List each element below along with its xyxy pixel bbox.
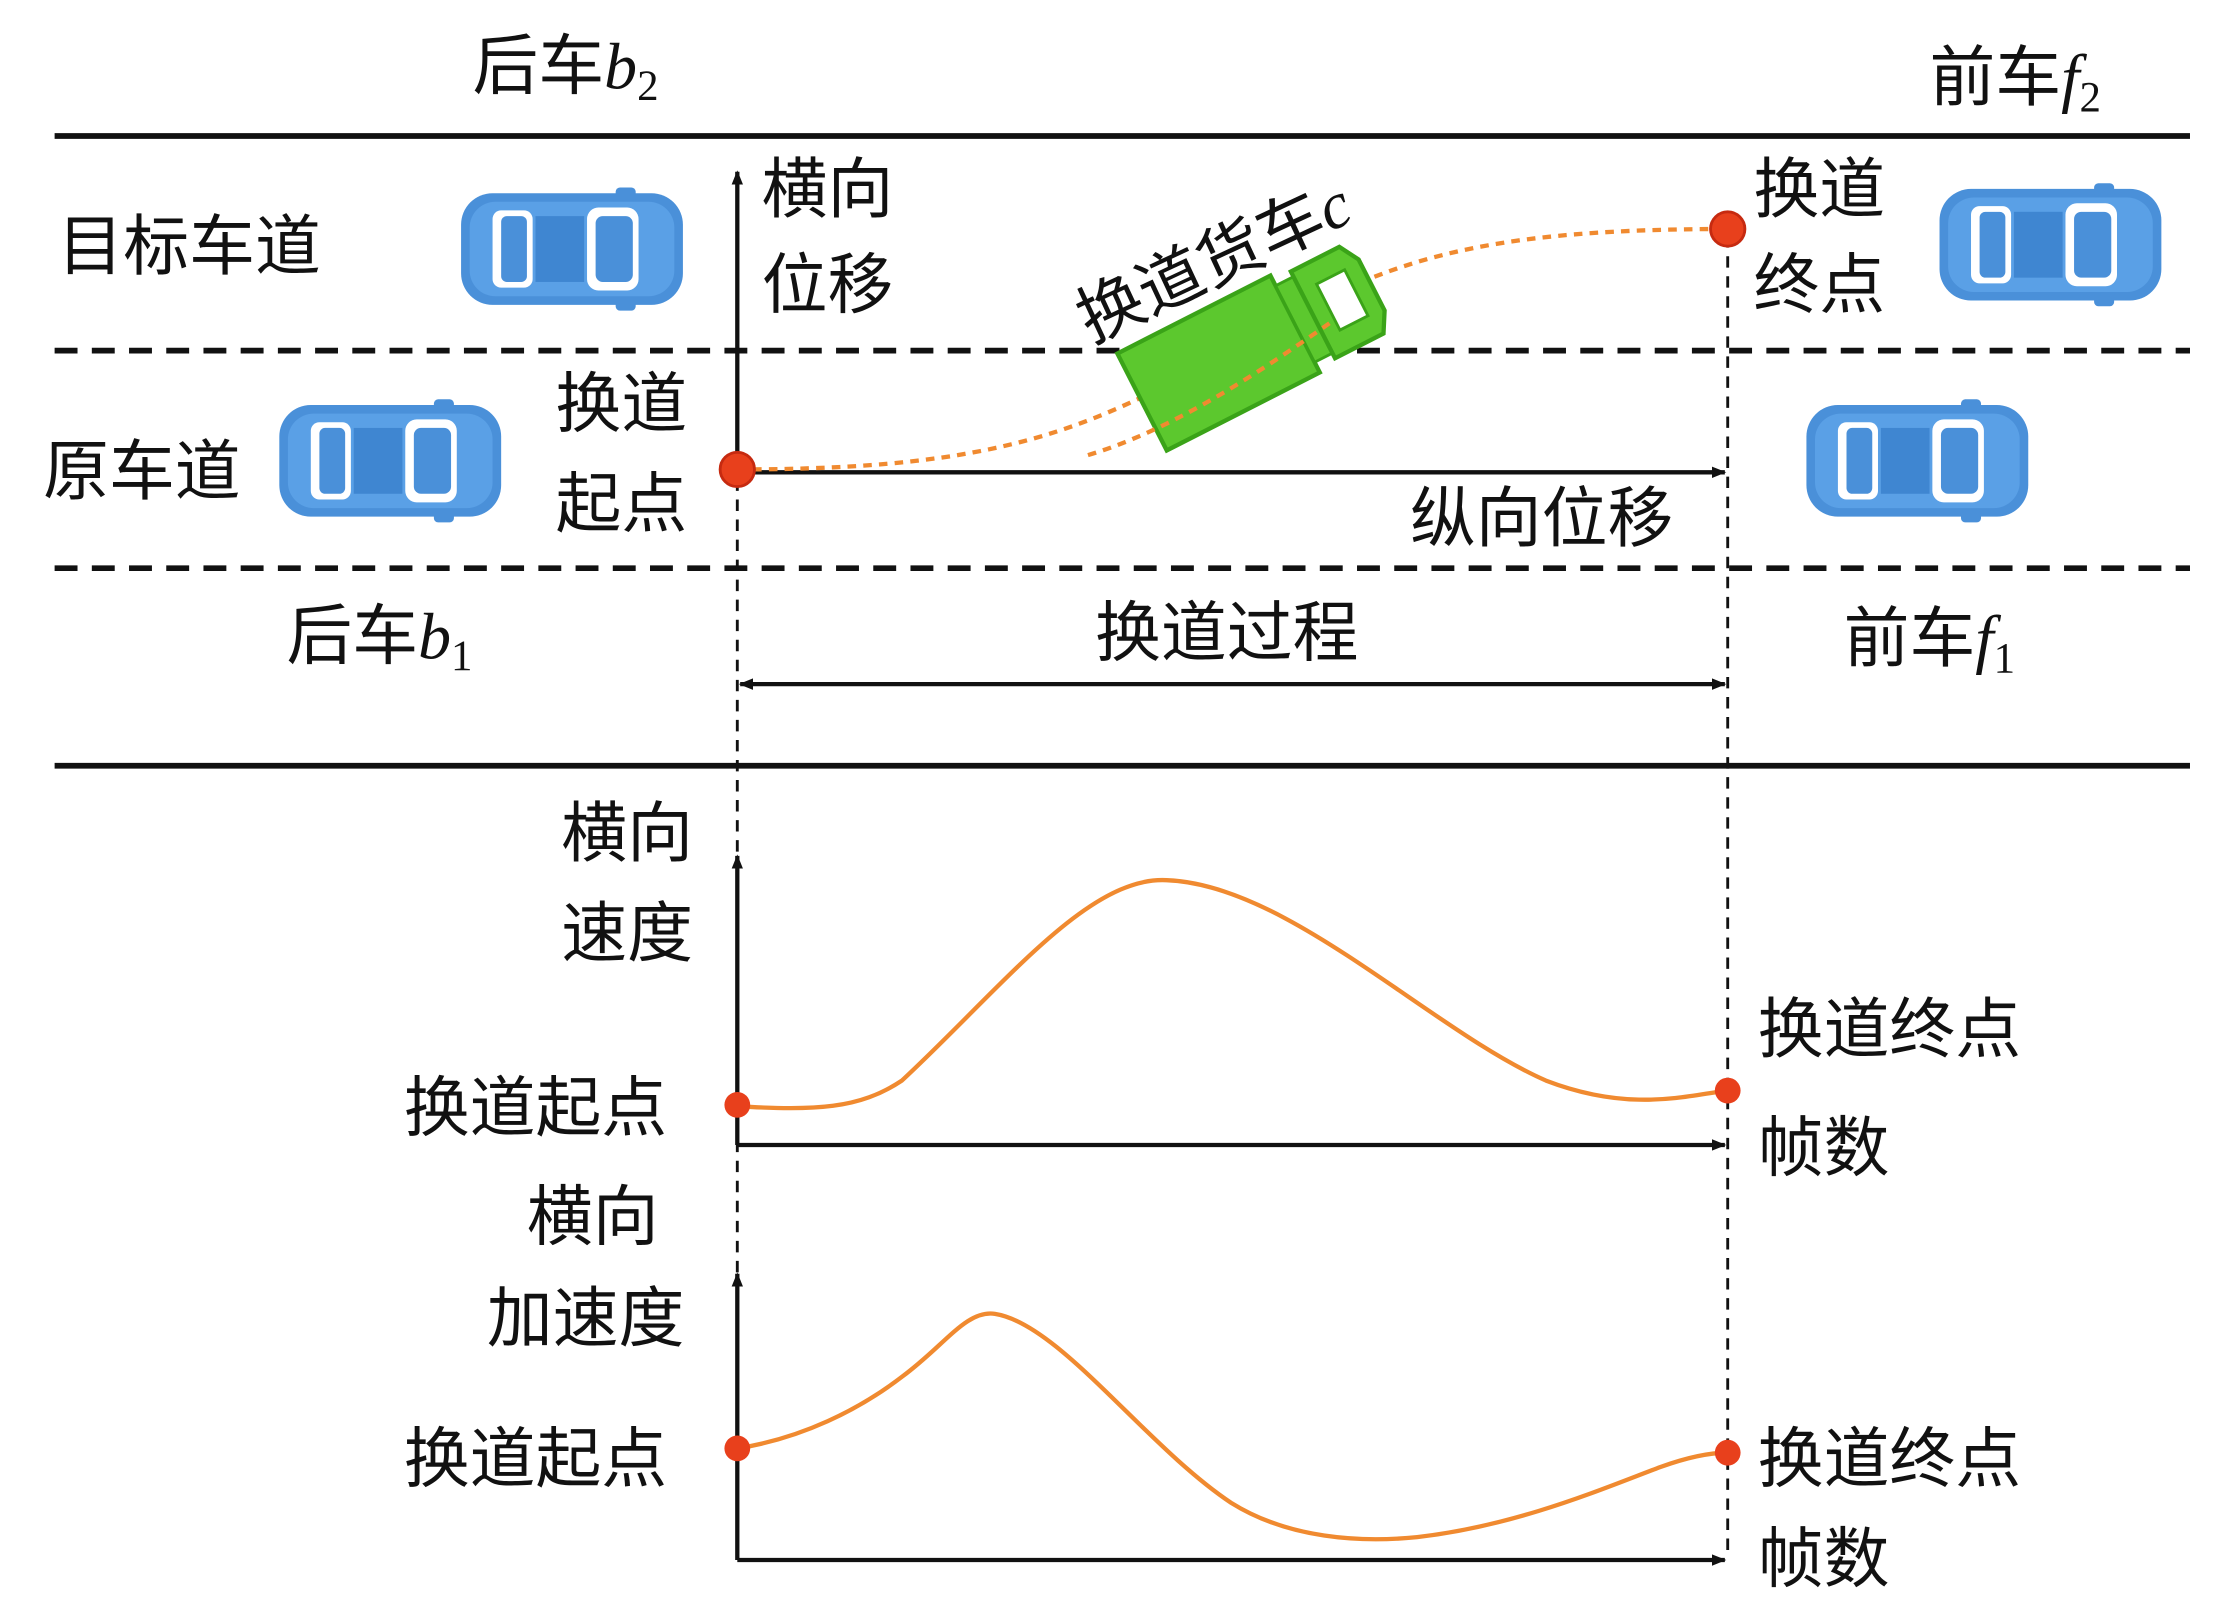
- velocity-xlabel: 帧数: [1758, 1110, 1890, 1187]
- lateral-disp-label-2: 位移: [762, 247, 894, 324]
- front-car-f2-label: 前车f2: [1930, 39, 2101, 121]
- velocity-ylabel-2: 速度: [561, 895, 693, 972]
- accel-xlabel: 帧数: [1758, 1520, 1890, 1597]
- accel-ylabel-2: 加速度: [487, 1280, 684, 1357]
- front-car-f1-label: 前车f1: [1844, 600, 2015, 682]
- lc-process-label: 换道过程: [1095, 594, 1358, 671]
- front-car-f1: [1806, 399, 2029, 523]
- accel-start-label: 换道起点: [404, 1420, 667, 1497]
- lateral-disp-label-1: 横向: [762, 151, 894, 228]
- truck-c-icon: [1114, 244, 1387, 454]
- lc-end-label-1: 换道: [1753, 151, 1885, 228]
- lc-end-label-2: 终点: [1753, 247, 1885, 324]
- accel-ylabel-1: 横向: [527, 1178, 659, 1255]
- accel-end-label: 换道终点: [1758, 1420, 2021, 1497]
- lc-start-point: [718, 450, 756, 489]
- velocity-end-label: 换道终点: [1758, 991, 2021, 1068]
- velocity-ylabel-1: 横向: [561, 795, 693, 872]
- accel-end-point: [1714, 1439, 1741, 1466]
- trajectory-over-truck: [1087, 320, 1333, 458]
- lateral-accel-curve: [736, 1311, 1728, 1542]
- velocity-end-point: [1714, 1077, 1741, 1104]
- lane-change-trajectory: [737, 226, 1728, 472]
- accel-start-point: [724, 1435, 751, 1462]
- original-lane-label: 原车道: [43, 433, 240, 510]
- velocity-start-point: [724, 1092, 751, 1118]
- front-car-f2: [1939, 183, 2162, 307]
- rear-car-b1-label: 后车b1: [286, 597, 472, 679]
- longitudinal-disp-label: 纵向位移: [1410, 480, 1673, 557]
- rear-car-b2: [461, 187, 683, 311]
- lc-end-point: [1709, 210, 1747, 248]
- lc-start-label-1: 换道: [556, 366, 688, 443]
- lateral-velocity-curve: [737, 878, 1728, 1111]
- velocity-start-label: 换道起点: [404, 1070, 667, 1147]
- lc-start-label-2: 起点: [556, 466, 688, 543]
- rear-car-b1: [279, 399, 502, 523]
- target-lane-label: 目标车道: [57, 208, 320, 285]
- rear-car-b2-label: 后车b2: [473, 28, 659, 110]
